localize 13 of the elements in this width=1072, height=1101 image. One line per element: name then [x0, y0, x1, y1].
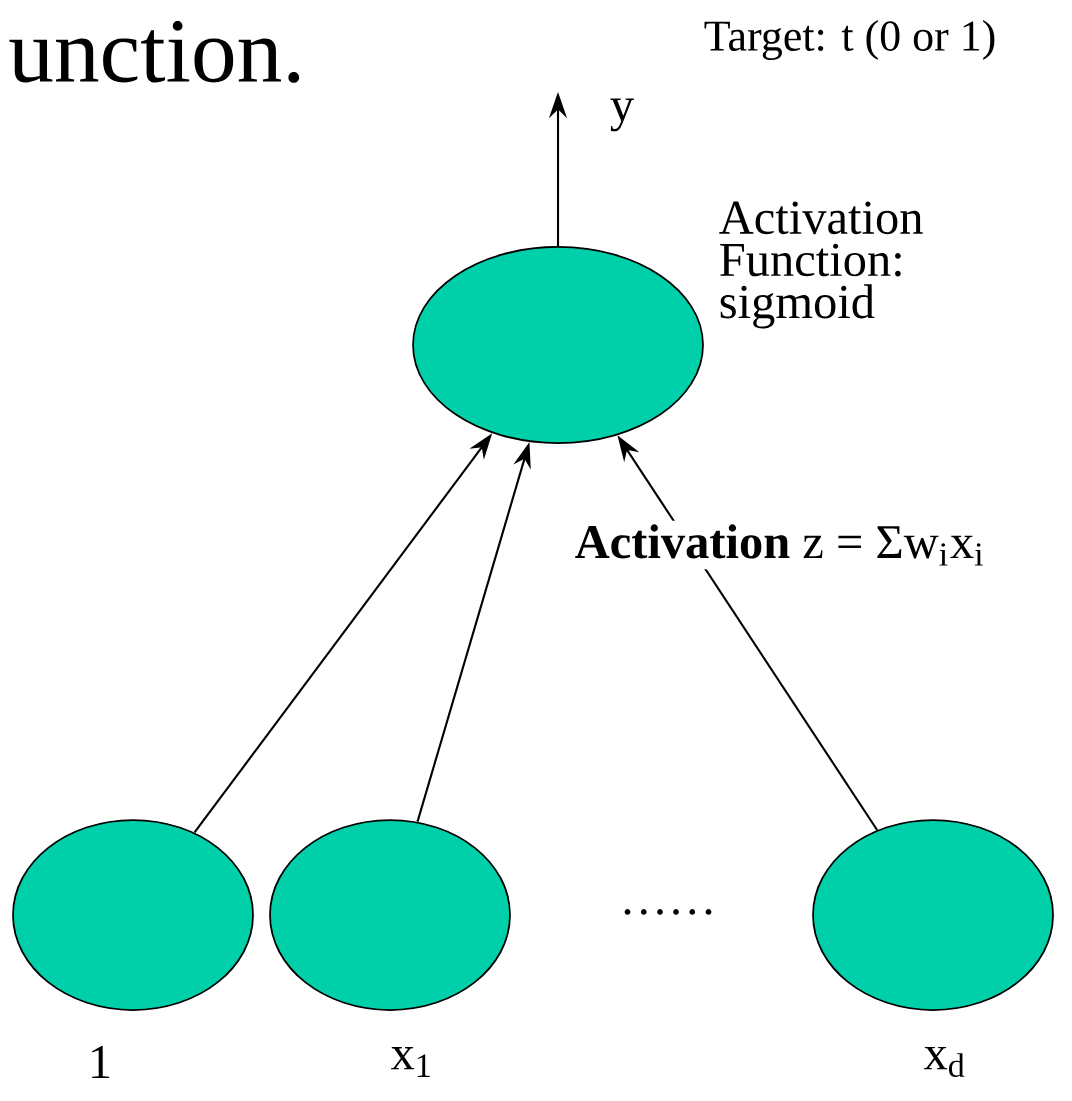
input-label: x$_{d}$ — [923, 1046, 965, 1078]
neuron-circle — [812, 819, 1054, 1011]
neuron-circle — [12, 819, 254, 1011]
node-caption: Activation Function: sigmoid — [719, 201, 923, 329]
neuron-circle — [269, 819, 511, 1011]
ellipsis: …… — [624, 909, 712, 915]
target-label: Target: t (0 or 1) — [704, 20, 995, 60]
input-label: x$_{1}$ — [390, 1047, 430, 1077]
partial-heading: unction. — [9, 21, 300, 83]
neuron-circle — [412, 246, 704, 444]
activation-formula: Activation z = Σw$_{i}$x$_{i}$ — [571, 520, 989, 570]
edge-label: y — [610, 98, 634, 132]
input-label: 1 — [92, 1046, 110, 1078]
